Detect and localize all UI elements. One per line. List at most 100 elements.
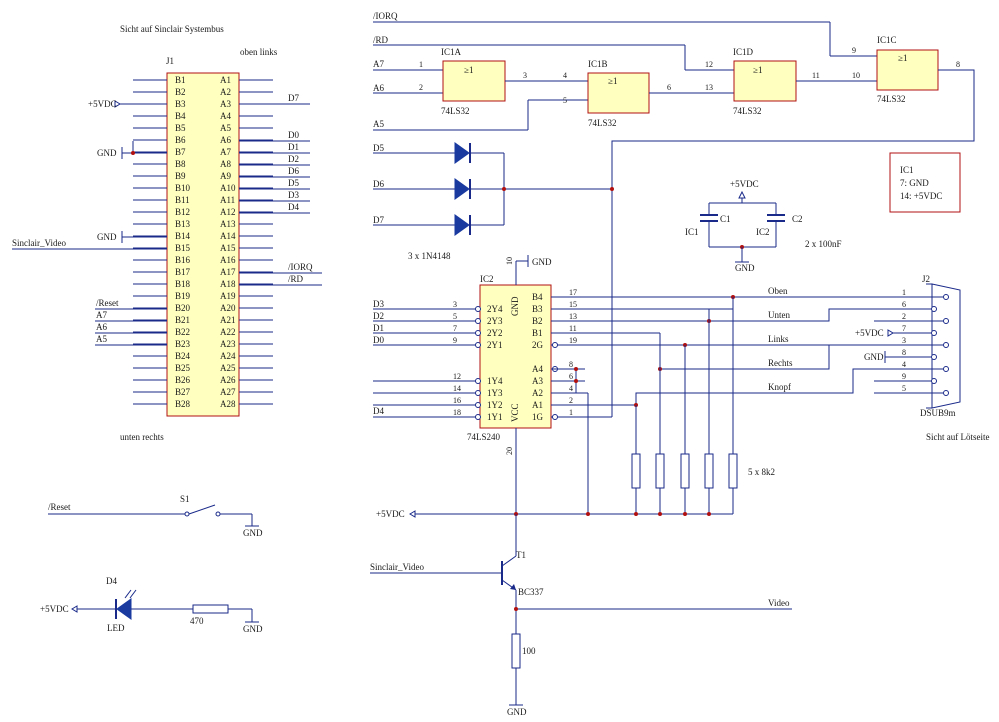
ic1c-pin10: 10 [852,71,860,80]
ic2-left-pin: 2Y3 [487,316,503,326]
j1-a7-net: D2 [288,154,299,164]
dsub-pin-num: 7 [902,324,906,333]
ic2-sig-d3: D3 [373,299,384,309]
ic1a-part: 74LS32 [441,106,470,116]
caps-gnd: GND [735,263,755,273]
t1-part: BC337 [518,587,544,597]
ic2-sig-d4: D4 [373,406,384,416]
j1-pin-a: A16 [220,255,236,265]
ic2-left-pin: 2Y2 [487,328,503,338]
ic1d-sym: ≥1 [753,65,762,75]
j1-pin-b: B23 [175,339,191,349]
power-note-ic: IC1 [900,165,914,175]
reset-switch: /Reset S1 GND [48,494,263,538]
or-gate-logic: /IORQ /RD A7 A6 A5 IC1A ≥1 74LS32 1 2 3 … [373,11,975,370]
led-ref: D4 [106,576,117,586]
j1-b-pin-labels: B1B2B3B4B5B6B7B8B9B10B11B12B13B14B15B16B… [175,75,191,409]
ic2-gnd-net: GND [532,257,552,267]
ic2-right-num: 2 [569,396,573,405]
joy-links: Links [768,334,789,344]
dsub-pin-num: 6 [902,300,906,309]
cap-c1: C1 [720,214,731,224]
cap-ic2: IC2 [756,227,770,237]
dsub-pin [943,390,949,396]
dsub-pin [931,306,937,312]
ic2-left-pin: 1Y3 [487,388,503,398]
j1-pin-a: A4 [220,111,231,121]
ic1a-ref: IC1A [441,47,462,57]
ic1b-pin5: 5 [563,96,567,105]
j1-a17-net: /IORQ [288,262,313,272]
ic1d-pin11: 11 [812,71,820,80]
dsub-pin [943,318,949,324]
led-gnd: GND [243,624,263,634]
j1-pin-a: A9 [220,171,231,181]
ic2-right-num: 13 [569,312,577,321]
sig-rd: /RD [373,35,389,45]
dsub-part: DSUB9m [920,408,956,418]
ic2-right-num: 11 [569,324,577,333]
diode-array: D5 D6 D7 3 x 1N4148 [373,142,614,261]
ic2-right-num: 15 [569,300,577,309]
j1-pin-a: A12 [220,207,236,217]
ic1b-ref: IC1B [588,59,608,69]
j1-pin-b: B24 [175,351,191,361]
ic2-inverter-bubble [475,342,481,348]
j1-pin-a: A5 [220,123,231,133]
reset-switch-ref: S1 [180,494,190,504]
ic1c-sym: ≥1 [898,53,907,63]
j1-a-pin-labels: A1A2A3A4A5A6A7A8A9A10A11A12A13A14A15A16A… [220,75,236,409]
led-indicator: D4 LED +5VDC 470 GND [40,576,263,634]
j1-b20-net: A7 [96,310,107,320]
led-name: LED [107,623,125,633]
j1-pin-b: B7 [175,147,186,157]
decoupling-caps: +5VDC GND C1 C2 IC1 IC2 2 x 100nF [685,179,842,273]
ic1d-part: 74LS32 [733,106,762,116]
j1-pin-b: B9 [175,171,186,181]
t1-input: Sinclair_Video [370,562,424,572]
ic1c-part: 74LS32 [877,94,906,104]
ic1b-pin4: 4 [563,71,567,80]
j1-pin-a: A15 [220,243,236,253]
cap-ic1: IC1 [685,227,699,237]
ic2-left-pin: 2Y4 [487,304,503,314]
ic2-inverter-bubble [475,318,481,324]
diode-part-label: 3 x 1N4148 [408,251,451,261]
ic2-right-pin: A2 [532,388,543,398]
dsub-pin [931,378,937,384]
ic2-inverter-bubble [475,402,481,408]
j1-pin-b: B4 [175,111,186,121]
sig-a6: A6 [373,83,384,93]
j1-pin-stubs [133,79,273,405]
sig-iorq: /IORQ [373,11,398,21]
ic2-right-num: 19 [569,336,577,345]
ic2-right-pin: 2G [532,340,544,350]
j1-a18-net: /RD [288,274,304,284]
power-note-gnd: 7: GND [900,178,929,188]
caps-vcc: +5VDC [730,179,759,189]
diode-d7-net: D7 [373,215,384,225]
j1-pin-a: A21 [220,315,236,325]
pullup-label: 5 x 8k2 [748,467,775,477]
j1-pin-a: A2 [220,87,231,97]
vcc-rail-label: +5VDC [376,509,405,519]
ic2-right-pin: A1 [532,400,543,410]
j1-pin-b: B27 [175,387,191,397]
j1-pin-a: A7 [220,147,231,157]
j1-pin-b: B2 [175,87,186,97]
j1-pin-a: A8 [220,159,231,169]
dsub-note: Sicht auf Lötseite [926,432,989,442]
ic2-gnd-vert: GND [510,296,520,316]
ic2-right-pin: B3 [532,304,543,314]
j1-b15-net: Sinclair_Video [12,238,66,248]
dsub-pin [943,366,949,372]
j1-a12-net: D4 [288,202,299,212]
j1-b19-net: /Reset [96,298,119,308]
power-note-box: IC1 7: GND 14: +5VDC [889,152,961,213]
ic2-right-pin: B2 [532,316,543,326]
j1-top-note: oben links [240,47,278,57]
cap-c2: C2 [792,214,803,224]
